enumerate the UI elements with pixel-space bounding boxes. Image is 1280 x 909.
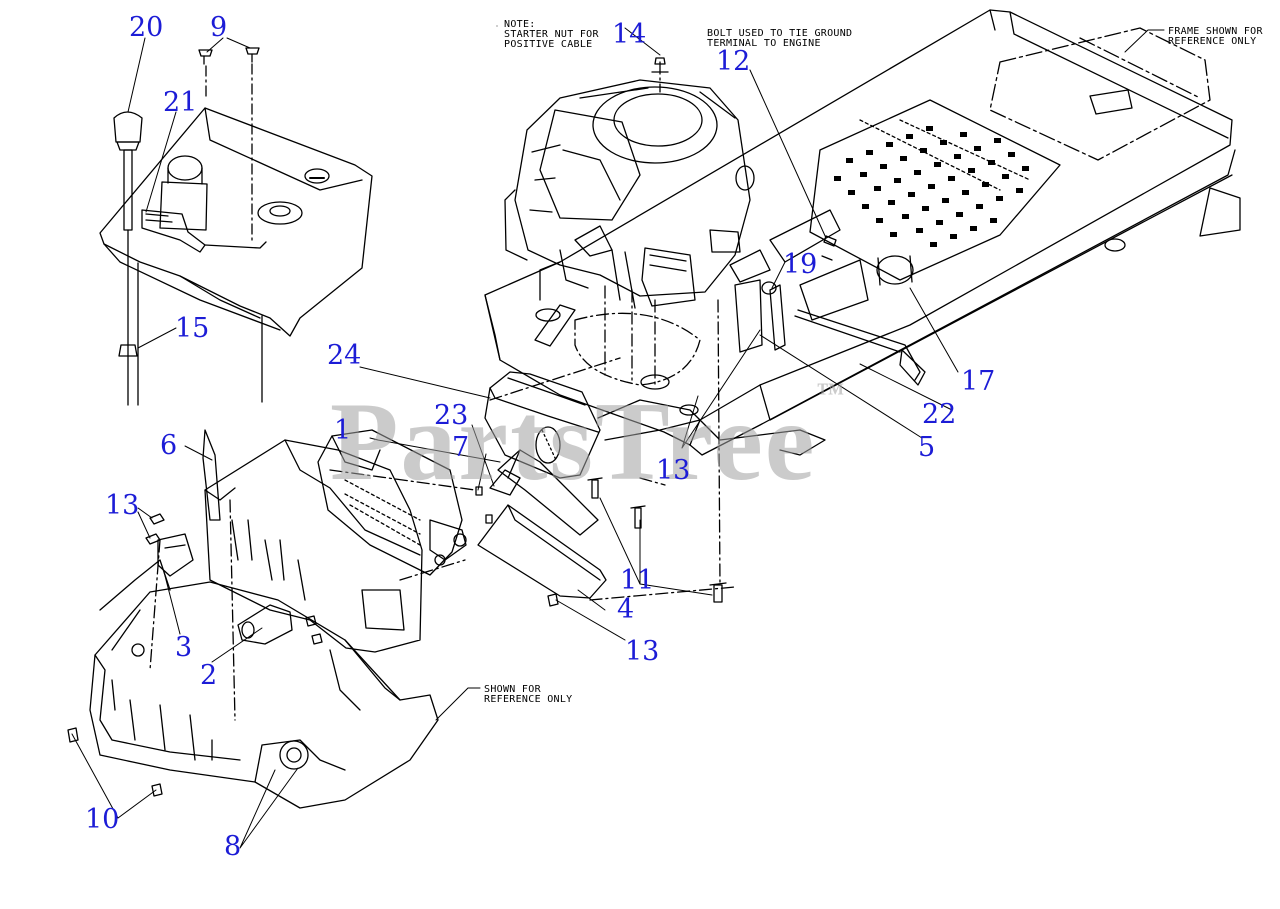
assembly-centerlines <box>149 357 736 721</box>
callout-7[interactable]: 7 <box>452 432 470 463</box>
callout-23[interactable]: 23 <box>434 400 469 431</box>
callout-9[interactable]: 9 <box>210 12 228 43</box>
note-line: STARTER NUT FOR <box>504 29 599 40</box>
hardware-bits <box>67 477 727 797</box>
starter-nut <box>651 57 669 73</box>
note-line: REFERENCE ONLY <box>484 694 573 705</box>
muffler <box>484 304 701 479</box>
throttle-knob <box>113 111 143 406</box>
frame-perforations <box>834 126 1029 247</box>
watermark-text: PartsTree <box>330 380 817 504</box>
muffler-guard <box>317 429 467 576</box>
callout-20[interactable]: 20 <box>129 12 164 43</box>
heat-shield <box>204 439 423 653</box>
note-line: SHOWN FOR <box>484 684 541 695</box>
side-bracket <box>157 429 293 645</box>
callout-10[interactable]: 10 <box>85 804 120 835</box>
note-line: FRAME SHOWN FOR <box>1168 26 1263 37</box>
callout-2[interactable]: 2 <box>200 660 218 691</box>
callout-13-shield[interactable]: 13 <box>625 636 660 667</box>
callout-22[interactable]: 22 <box>922 399 957 430</box>
callout-13-bracket[interactable]: 13 <box>105 490 140 521</box>
watermark-trademark: ™ <box>816 378 847 409</box>
callout-19[interactable]: 19 <box>783 249 818 280</box>
frame <box>484 9 1241 456</box>
exhaust-deflector <box>477 449 607 599</box>
note-line: BOLT USED TO TIE GROUND <box>707 28 853 39</box>
callout-14[interactable]: 14 <box>612 19 647 50</box>
callout-4[interactable]: 4 <box>617 594 635 625</box>
leader-lines <box>71 25 1165 849</box>
callout-17[interactable]: 17 <box>961 366 996 397</box>
frame-ties <box>734 255 926 386</box>
callout-13-engine[interactable]: 13 <box>656 455 691 486</box>
callout-1[interactable]: 1 <box>334 415 352 446</box>
engine-bolt-lines <box>604 61 721 586</box>
callout-11[interactable]: 11 <box>620 565 655 596</box>
callout-8[interactable]: 8 <box>224 831 242 862</box>
engine <box>504 79 755 309</box>
callout-3[interactable]: 3 <box>175 632 193 663</box>
dash-screws <box>198 47 260 241</box>
callout-15[interactable]: 15 <box>175 313 210 344</box>
ground-bolt <box>821 235 837 261</box>
front-bracket <box>89 559 439 809</box>
callout-24[interactable]: 24 <box>327 340 362 371</box>
note-line: TERMINAL TO ENGINE <box>707 38 821 49</box>
note-line: REFERENCE ONLY <box>1168 36 1257 47</box>
callout-12[interactable]: 12 <box>716 46 751 77</box>
dash-panel <box>99 107 373 406</box>
callout-6[interactable]: 6 <box>160 430 178 461</box>
callout-21[interactable]: 21 <box>163 87 198 118</box>
callout-5[interactable]: 5 <box>918 432 936 463</box>
note-line: POSITIVE CABLE <box>504 39 593 50</box>
note-line: NOTE: <box>504 19 536 30</box>
partstree-watermark: PartsTree™ <box>330 378 847 507</box>
